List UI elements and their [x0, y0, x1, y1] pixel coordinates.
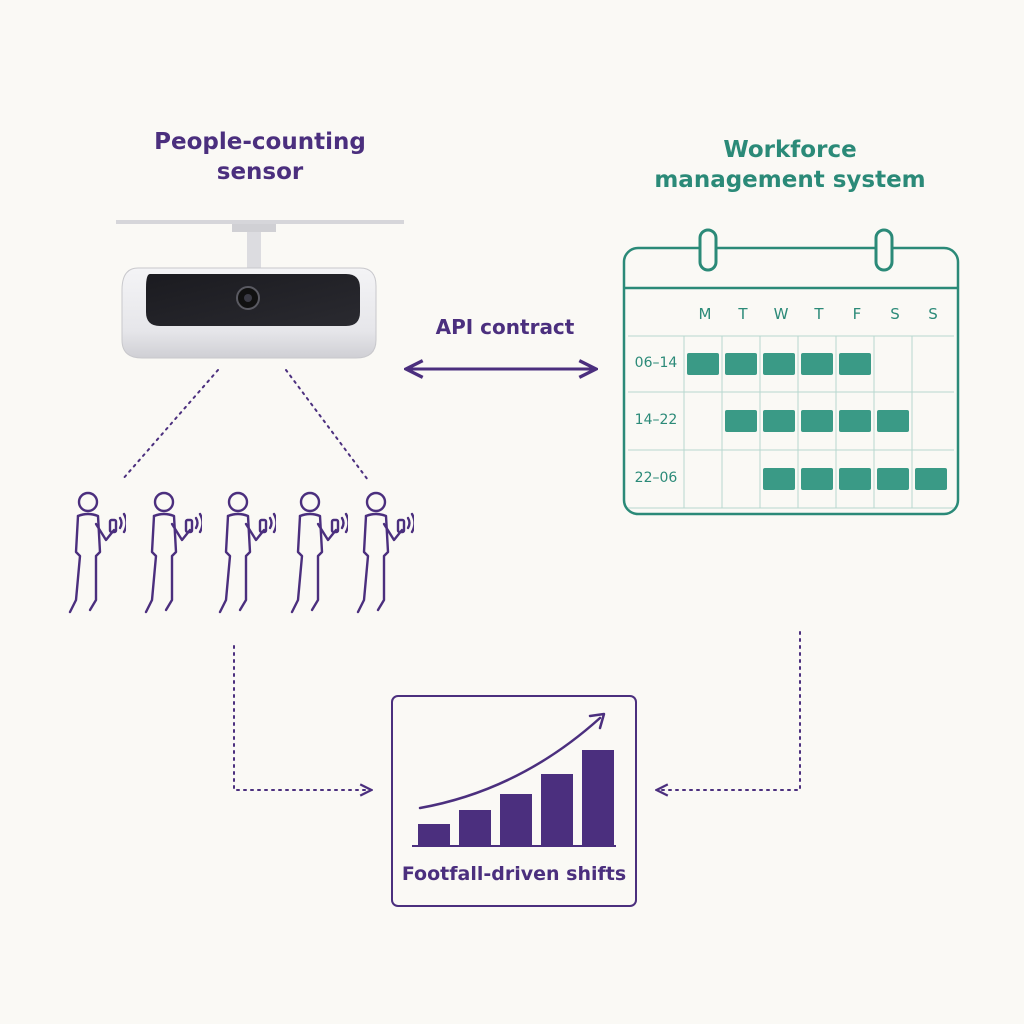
result-bar	[459, 810, 491, 846]
calendar-binder-rings	[698, 228, 894, 272]
result-bar	[418, 824, 450, 846]
shift-time-label: 22–06	[634, 470, 678, 486]
calendar-day-label: T	[814, 305, 824, 323]
shift-block	[839, 468, 871, 490]
calendar-day-label: T	[738, 305, 748, 323]
shift-block	[801, 353, 833, 375]
schedule-calendar	[622, 228, 960, 516]
calendar-day-label: M	[698, 305, 712, 323]
result-bar	[500, 794, 532, 846]
person-walking-with-phone-icon	[144, 491, 202, 614]
calendar-day-label: F	[852, 305, 862, 323]
shift-time-label: 06–14	[634, 355, 678, 371]
api-contract-label: API contract	[435, 315, 575, 339]
growth-trend-arrow-icon	[418, 716, 602, 810]
workforce-system-title: Workforce management system	[654, 137, 926, 193]
shift-block	[801, 468, 833, 490]
shift-block	[839, 353, 871, 375]
shift-block	[877, 468, 909, 490]
sensor-field-of-view	[121, 369, 369, 481]
result-bar	[582, 750, 614, 846]
sensor-title: People-counting sensor	[154, 129, 366, 185]
shift-block	[801, 410, 833, 432]
shift-block	[725, 410, 757, 432]
shift-block	[763, 410, 795, 432]
shift-block	[763, 468, 795, 490]
result-label: Footfall-driven shifts	[401, 863, 627, 885]
shift-block	[839, 410, 871, 432]
person-walking-with-phone-icon	[356, 491, 414, 614]
result-bars	[418, 750, 614, 846]
shift-block	[915, 468, 947, 490]
shift-block	[725, 353, 757, 375]
shift-block	[763, 353, 795, 375]
shift-blocks	[687, 353, 947, 490]
shift-block	[877, 410, 909, 432]
footfall-result-box	[391, 695, 637, 907]
ceiling-mount	[116, 220, 404, 268]
calendar-day-label: S	[928, 305, 938, 323]
person-walking-with-phone-icon	[218, 491, 276, 614]
person-walking-with-phone-icon	[68, 491, 126, 614]
people-counting-sensor-device	[121, 267, 377, 359]
calendar-day-label: S	[890, 305, 900, 323]
calendar-day-label: W	[773, 305, 789, 323]
person-walking-with-phone-icon	[290, 491, 348, 614]
shift-time-label: 14–22	[634, 412, 678, 428]
flow-connectors	[233, 631, 801, 790]
shift-block	[687, 353, 719, 375]
people-group	[68, 491, 414, 614]
result-bar	[541, 774, 573, 846]
